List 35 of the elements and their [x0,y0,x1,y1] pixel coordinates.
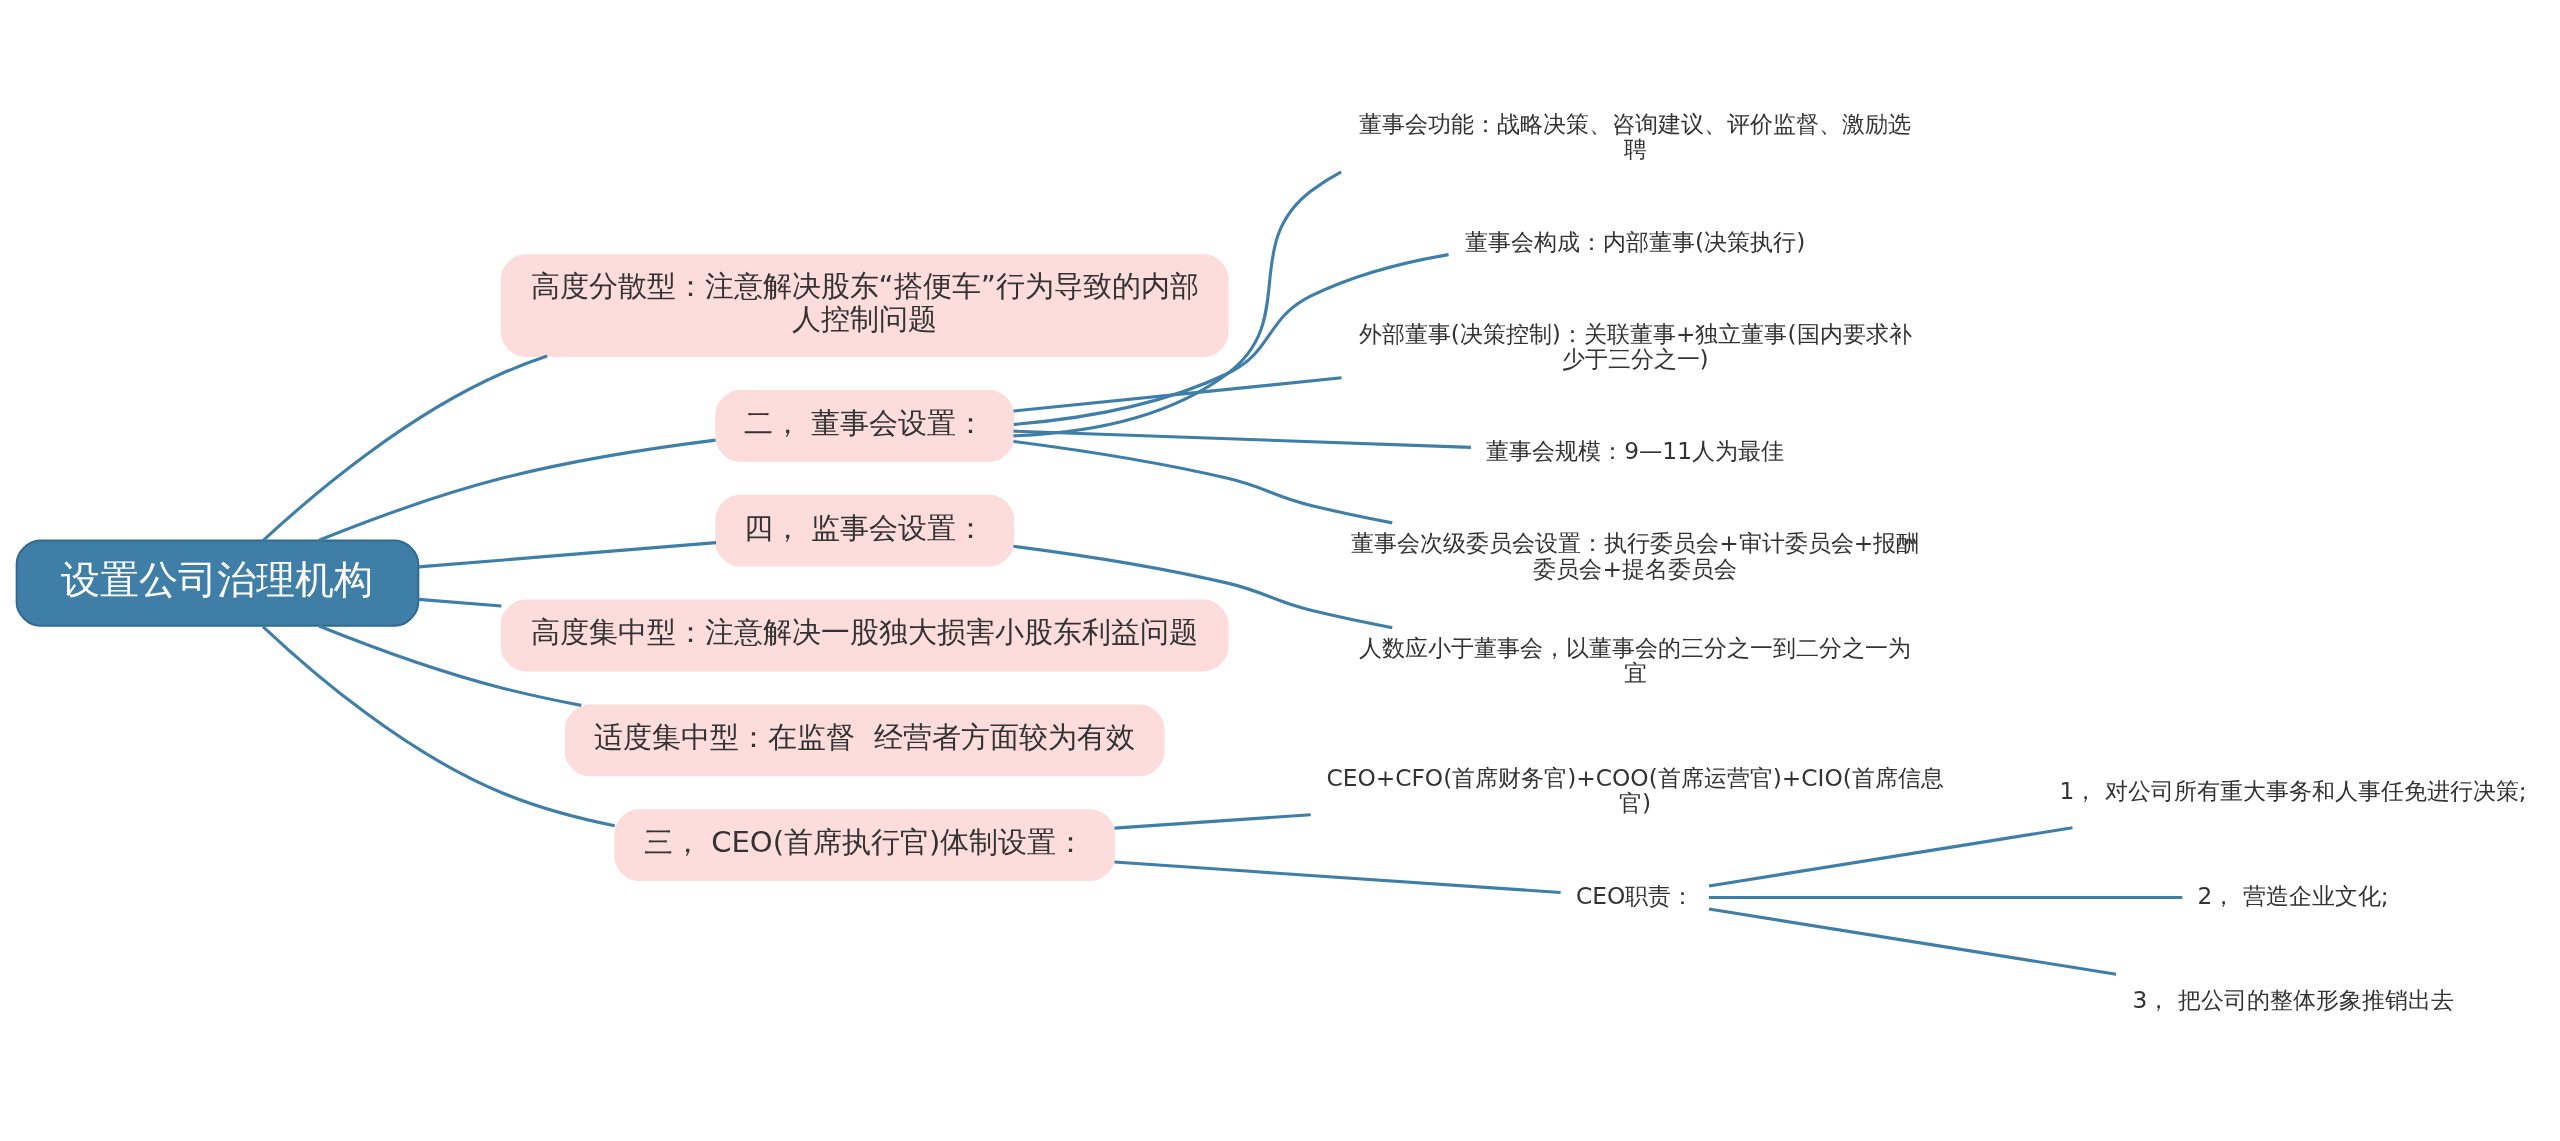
connector [1708,895,2183,900]
node-box: 高度分散型：注意解决股东“搭便车”行为导致的内部人控制问题 [500,254,1229,358]
node-box: 二， 董事会设置： [715,390,1015,462]
node-box: 适度集中型：在监督 经营者方面较为有效 [564,704,1165,777]
node-text: 董事会规模：9—11人为最佳 [1486,437,1784,465]
node-text: 董事会次级委员会设置：执行委员会+审计委员会+报酬委员会+提名委员会 [1351,529,1920,582]
node-box: 四， 监事会设置： [715,494,1015,567]
node-text: 外部董事(决策控制)：关联董事+独立董事(国内要求补少于三分之一) [1358,319,1912,372]
connector [1114,813,1311,830]
connector [418,541,717,569]
node-box: 三， CEO(首席执行官)体制设置： [614,809,1116,881]
node-text: 2， 营造企业文化; [2197,881,2389,909]
connector [1013,253,1449,426]
connector [1013,170,1342,438]
connector [1013,439,1393,525]
connector [1114,860,1561,895]
connector [1708,907,2117,976]
node-text: 3， 把公司的整体形象推销出去 [2132,986,2454,1014]
connector [1013,544,1393,630]
node-text: CEO+CFO(首席财务官)+COO(首席运营官)+CIO(首席信息官) [1326,764,1944,817]
node-text: 董事会构成：内部董事(决策执行) [1465,227,1806,255]
connector [318,438,716,542]
connector [262,354,548,542]
node-text: 董事会功能：战略决策、咨询建议、评价监督、激励选聘 [1359,110,1912,163]
node-box: 设置公司治理机构 [15,539,420,627]
connector [1013,376,1342,413]
node-text: 1， 对公司所有重大事务和人事任免进行决策; [2059,776,2527,804]
connector [1013,429,1471,449]
node-text: CEO职责： [1576,881,1695,909]
node-text: 人数应小于董事会，以董事会的三分之一到二分之一为宜 [1359,634,1912,687]
connector [261,625,615,828]
connector [1708,826,2073,888]
connector [418,597,502,608]
node-box: 高度集中型：注意解决一股独大损害小股东利益问题 [500,599,1229,672]
connector [318,624,582,707]
